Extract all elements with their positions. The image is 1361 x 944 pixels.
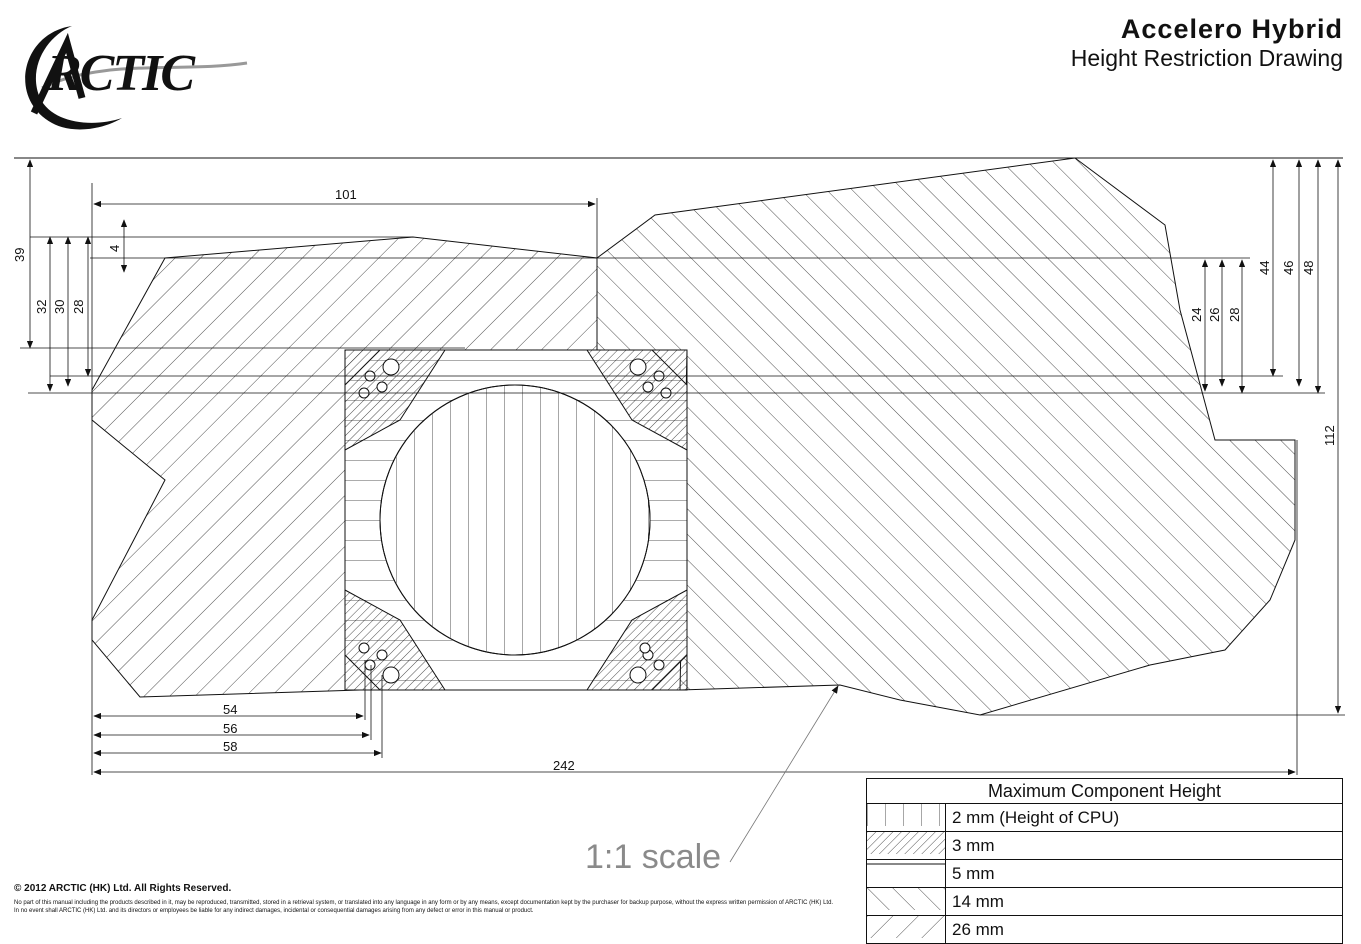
horizontal-hatch-swatch — [867, 863, 945, 865]
dim-48: 48 — [1301, 261, 1316, 275]
dim-32: 32 — [34, 300, 49, 314]
dim-4: 4 — [107, 245, 122, 252]
legend-row-2mm: 2 mm (Height of CPU) — [866, 803, 1343, 832]
legend-label: 5 mm — [945, 859, 1343, 888]
dim-24: 24 — [1189, 308, 1204, 322]
vertical-hatch-swatch — [867, 804, 945, 826]
dim-30: 30 — [52, 300, 67, 314]
dim-242: 242 — [553, 758, 575, 773]
legend-row-14mm: 14 mm — [866, 887, 1343, 916]
scale-label: 1:1 scale — [585, 838, 722, 876]
legend-row-3mm: 3 mm — [866, 831, 1343, 860]
dim-58: 58 — [223, 739, 237, 754]
dim-44: 44 — [1257, 261, 1272, 275]
dim-39: 39 — [12, 248, 27, 262]
copyright: © 2012 ARCTIC (HK) Ltd. All Rights Reser… — [14, 883, 232, 894]
zone-14mm — [596, 157, 1296, 716]
dim-26: 26 — [1207, 308, 1222, 322]
dim-56: 56 — [223, 721, 237, 736]
dim-28-right: 28 — [1227, 308, 1242, 322]
legend-label: 3 mm — [945, 831, 1343, 860]
legend-label: 26 mm — [945, 915, 1343, 944]
dense-hatch-swatch — [867, 832, 945, 854]
drawing-subtitle: Height Restriction Drawing — [1070, 45, 1343, 71]
dim-28: 28 — [71, 300, 86, 314]
arctic-logo: RCTIC — [12, 18, 252, 143]
backslash-hatch-swatch — [867, 888, 945, 910]
legend-row-5mm: 5 mm — [866, 859, 1343, 888]
legal-notice: No part of this manual including the pro… — [14, 900, 834, 914]
dim-54: 54 — [223, 702, 237, 717]
legend-label: 2 mm (Height of CPU) — [945, 803, 1343, 832]
legend-title: Maximum Component Height — [866, 778, 1343, 804]
legend-row-26mm: 26 mm — [866, 915, 1343, 944]
legend-label: 14 mm — [945, 887, 1343, 916]
dim-101: 101 — [335, 187, 357, 202]
dim-112: 112 — [1322, 425, 1337, 446]
product-title: Accelero Hybrid — [1120, 14, 1343, 44]
dim-46: 46 — [1281, 261, 1296, 275]
legend-table: Maximum Component Height 2 mm (Height of… — [866, 778, 1343, 944]
slash-hatch-swatch — [867, 916, 945, 938]
